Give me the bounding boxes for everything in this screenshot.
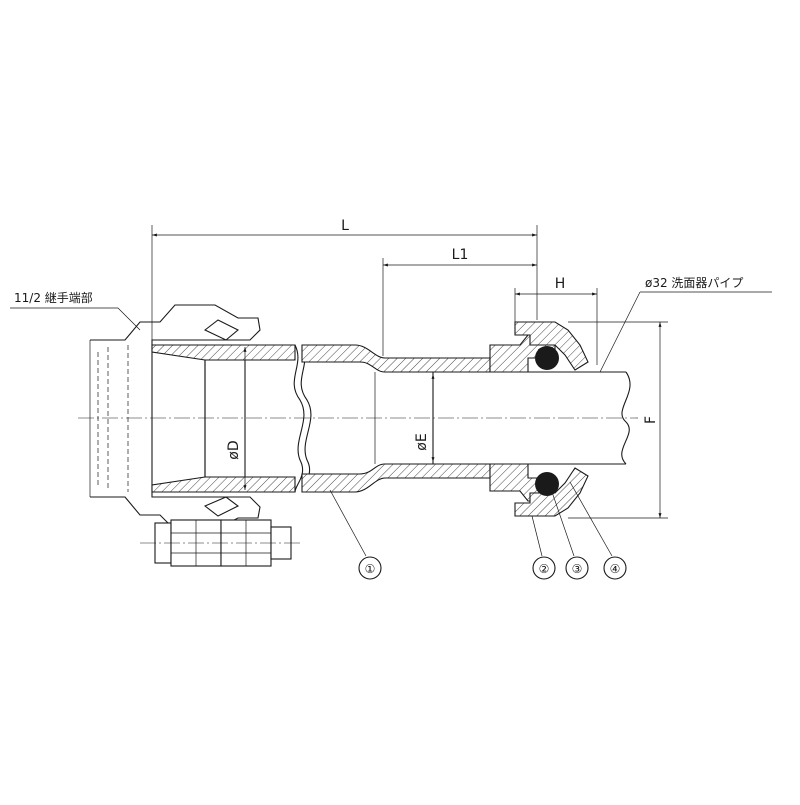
callout-wash-basin-pipe: ø32 洗面器パイプ: [599, 276, 772, 373]
part-balloon-1: ①: [329, 489, 382, 580]
o-ring-upper: [535, 346, 559, 370]
dim-E: øE: [414, 374, 435, 462]
dim-H-label: H: [555, 276, 566, 292]
outlet-socket: [489, 321, 589, 517]
dim-L1: L1: [382, 247, 537, 356]
dim-L1-label: L1: [452, 247, 469, 263]
pipe-body: [151, 344, 491, 493]
dim-H: H: [514, 276, 598, 365]
dim-F: F: [568, 321, 668, 519]
part-3-label: ③: [572, 562, 583, 576]
part-1-label: ①: [365, 562, 376, 576]
part-2-label: ②: [539, 562, 550, 576]
dim-D-label: øD: [226, 440, 242, 459]
dim-L-label: L: [341, 218, 349, 234]
part-4-label: ④: [610, 562, 621, 576]
part-balloon-4: ④: [569, 481, 627, 580]
dim-L: L: [151, 218, 538, 340]
dim-E-label: øE: [414, 433, 430, 450]
dim-D: øD: [226, 347, 247, 490]
callout-wash-basin-pipe-label: ø32 洗面器パイプ: [645, 276, 743, 290]
o-ring-lower: [535, 472, 559, 496]
wash-basin-pipe: [528, 371, 631, 465]
callout-fitting-end: 11/2 継手端部: [10, 290, 141, 331]
callout-fitting-end-label: 11/2 継手端部: [14, 290, 93, 305]
part-balloon-2: ②: [531, 515, 556, 580]
part-balloon-3: ③: [551, 491, 589, 580]
dim-F-label: F: [643, 416, 659, 424]
bolt-assembly: [140, 519, 300, 567]
left-fitting: [89, 304, 261, 531]
